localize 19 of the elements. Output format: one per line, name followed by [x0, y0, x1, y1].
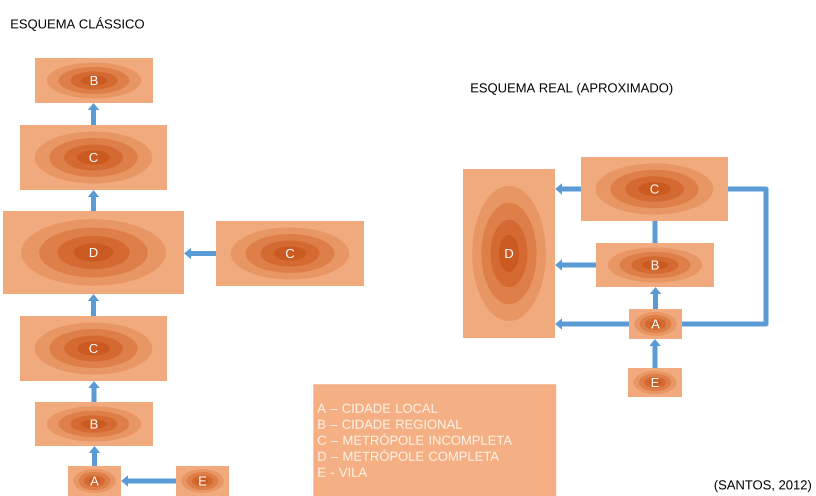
heading: ESQUEMA REAL (APROXIMADO): [471, 82, 672, 96]
level-box: B: [596, 243, 714, 287]
source-note: (SANTOS, 2012): [714, 480, 811, 492]
level-box: E: [176, 466, 229, 496]
level-box: A: [629, 309, 682, 339]
legend-box: A – CIDADE LOCAL B – CIDADE REGIONAL C – METRÓPOLE INCOMPLETA D – METRÓPOLE COMPLETA E - VILA: [313, 384, 556, 496]
level-box: C: [20, 125, 167, 190]
level-box: D: [3, 211, 184, 294]
level-box: B: [35, 58, 153, 103]
connector-line: [652, 221, 658, 243]
level-box: C: [216, 221, 364, 286]
level-box: B: [35, 402, 153, 446]
heading: ESQUEMA CLÁSSICO: [11, 17, 144, 31]
level-box: C: [20, 316, 167, 381]
level-box: C: [581, 157, 728, 221]
connector-line: [682, 186, 768, 326]
level-box: D: [463, 169, 555, 338]
level-box: A: [68, 466, 121, 496]
level-box: E: [628, 368, 682, 397]
